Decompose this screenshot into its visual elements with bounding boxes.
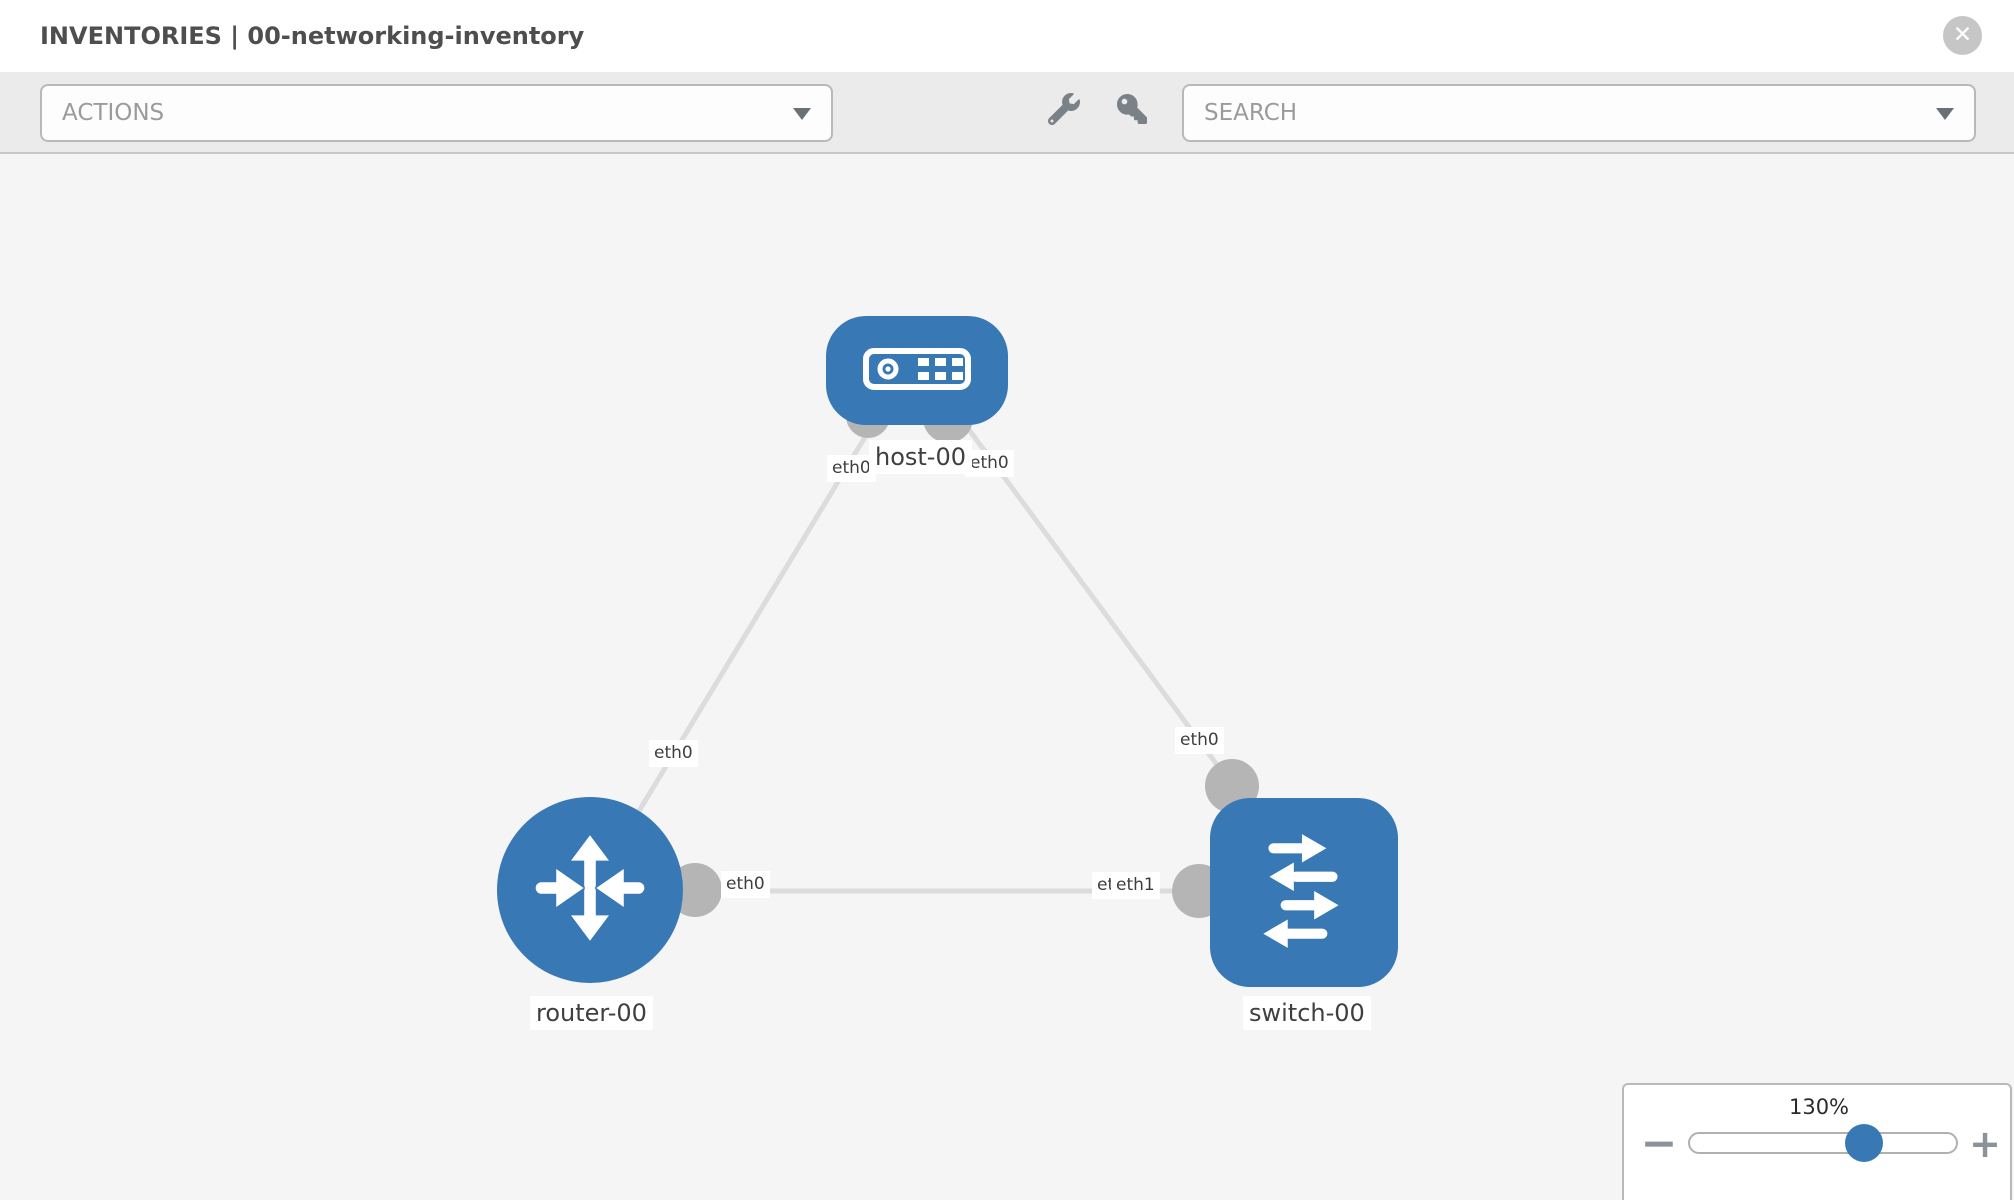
close-button[interactable]: ✕: [1943, 16, 1982, 55]
actions-dropdown[interactable]: ACTIONS: [40, 84, 833, 142]
wrench-icon: [1047, 93, 1080, 129]
switch-icon-node[interactable]: [1210, 798, 1398, 987]
node-label-host: host-00: [869, 440, 973, 474]
topology-canvas[interactable]: eth0 host-00 eth0 eth0 eth0 eth0 eth0 et…: [0, 154, 2014, 1200]
node-label-router: router-00: [530, 996, 653, 1030]
actions-dropdown-label: ACTIONS: [62, 100, 165, 126]
interface-label: eth0: [721, 871, 770, 899]
plus-icon: +: [1969, 1122, 2001, 1166]
zoom-panel: 130% − +: [1622, 1083, 2012, 1200]
chevron-down-icon: [1936, 108, 1954, 120]
zoom-out-button[interactable]: −: [1641, 1118, 1678, 1169]
interface-label: eth0: [965, 450, 1014, 478]
search-dropdown-label: SEARCH: [1204, 100, 1298, 126]
links-layer: [607, 393, 1259, 918]
node-host-00[interactable]: [826, 316, 1008, 425]
credentials-button[interactable]: [1108, 86, 1156, 136]
node-router-00[interactable]: [497, 797, 683, 983]
interface-label: eth0: [1175, 727, 1224, 755]
switch-icon: [1243, 830, 1365, 956]
configure-button[interactable]: [1040, 86, 1088, 136]
key-icon: [1117, 94, 1147, 128]
interface-label: eth0: [649, 740, 698, 768]
interface-label: eth0: [827, 455, 876, 483]
minus-icon: −: [1640, 1117, 1678, 1169]
zoom-slider-thumb[interactable]: [1845, 1124, 1883, 1162]
toolbar: ACTIONS SEARCH: [0, 72, 2014, 154]
zoom-slider-track[interactable]: [1688, 1132, 1958, 1154]
interface-label: eth1: [1111, 872, 1160, 900]
host-icon: [863, 347, 971, 394]
page-title: INVENTORIES | 00-networking-inventory: [40, 22, 585, 50]
search-dropdown[interactable]: SEARCH: [1182, 84, 1976, 142]
zoom-level-value: 130%: [1788, 1095, 1850, 1119]
close-icon: ✕: [1952, 22, 1973, 48]
chevron-down-icon: [793, 108, 811, 120]
header: INVENTORIES | 00-networking-inventory ✕: [0, 0, 2014, 72]
node-label-switch: switch-00: [1243, 996, 1371, 1030]
router-icon: [532, 830, 648, 950]
zoom-in-button[interactable]: +: [1968, 1122, 2002, 1166]
